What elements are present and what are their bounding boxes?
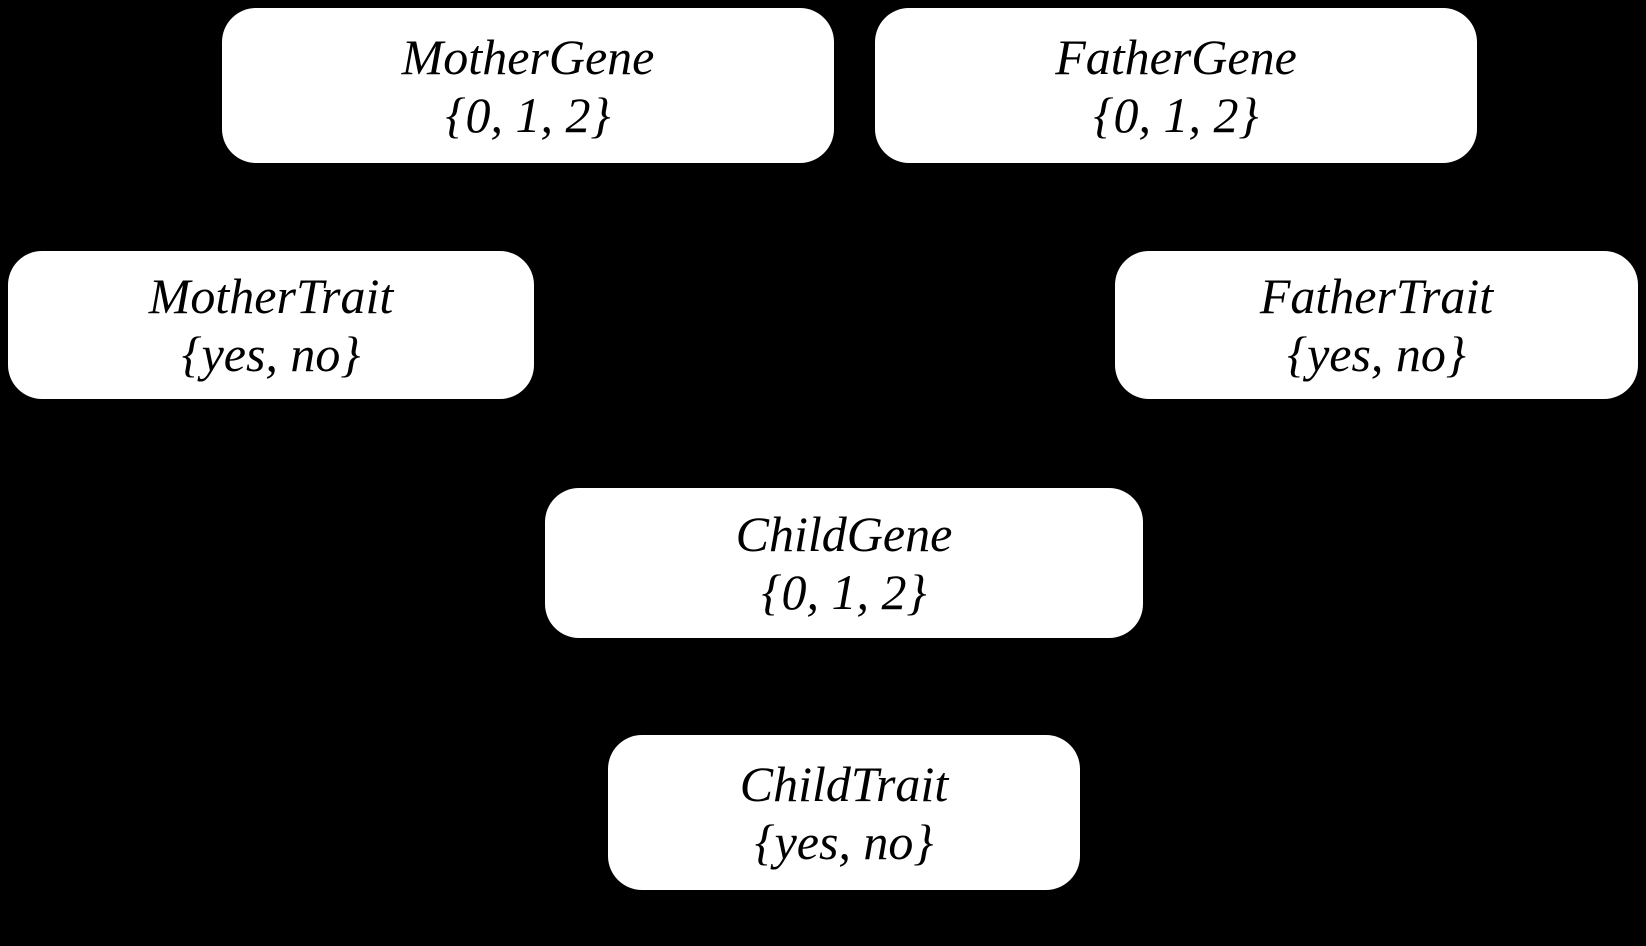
node-child-trait-domain: {yes, no} <box>754 813 934 870</box>
node-father-trait-domain: {yes, no} <box>1287 326 1466 382</box>
node-child-gene[interactable]: ChildGene {0, 1, 2} <box>545 488 1143 638</box>
node-child-gene-label: ChildGene <box>735 506 953 562</box>
node-father-trait-label: FatherTrait <box>1259 268 1494 324</box>
node-mother-trait[interactable]: MotherTrait {yes, no} <box>8 251 534 399</box>
node-mother-gene[interactable]: MotherGene {0, 1, 2} <box>222 8 834 163</box>
node-child-gene-domain: {0, 1, 2} <box>761 564 927 620</box>
node-mother-gene-domain: {0, 1, 2} <box>445 86 611 143</box>
node-mother-gene-label: MotherGene <box>401 28 655 85</box>
node-father-gene-domain: {0, 1, 2} <box>1093 86 1259 143</box>
node-child-trait[interactable]: ChildTrait {yes, no} <box>608 735 1080 890</box>
node-mother-trait-label: MotherTrait <box>148 268 394 324</box>
node-father-gene-label: FatherGene <box>1055 28 1297 85</box>
node-father-trait[interactable]: FatherTrait {yes, no} <box>1115 251 1638 399</box>
node-mother-trait-domain: {yes, no} <box>181 326 361 382</box>
node-child-trait-label: ChildTrait <box>739 755 949 812</box>
node-father-gene[interactable]: FatherGene {0, 1, 2} <box>875 8 1477 163</box>
